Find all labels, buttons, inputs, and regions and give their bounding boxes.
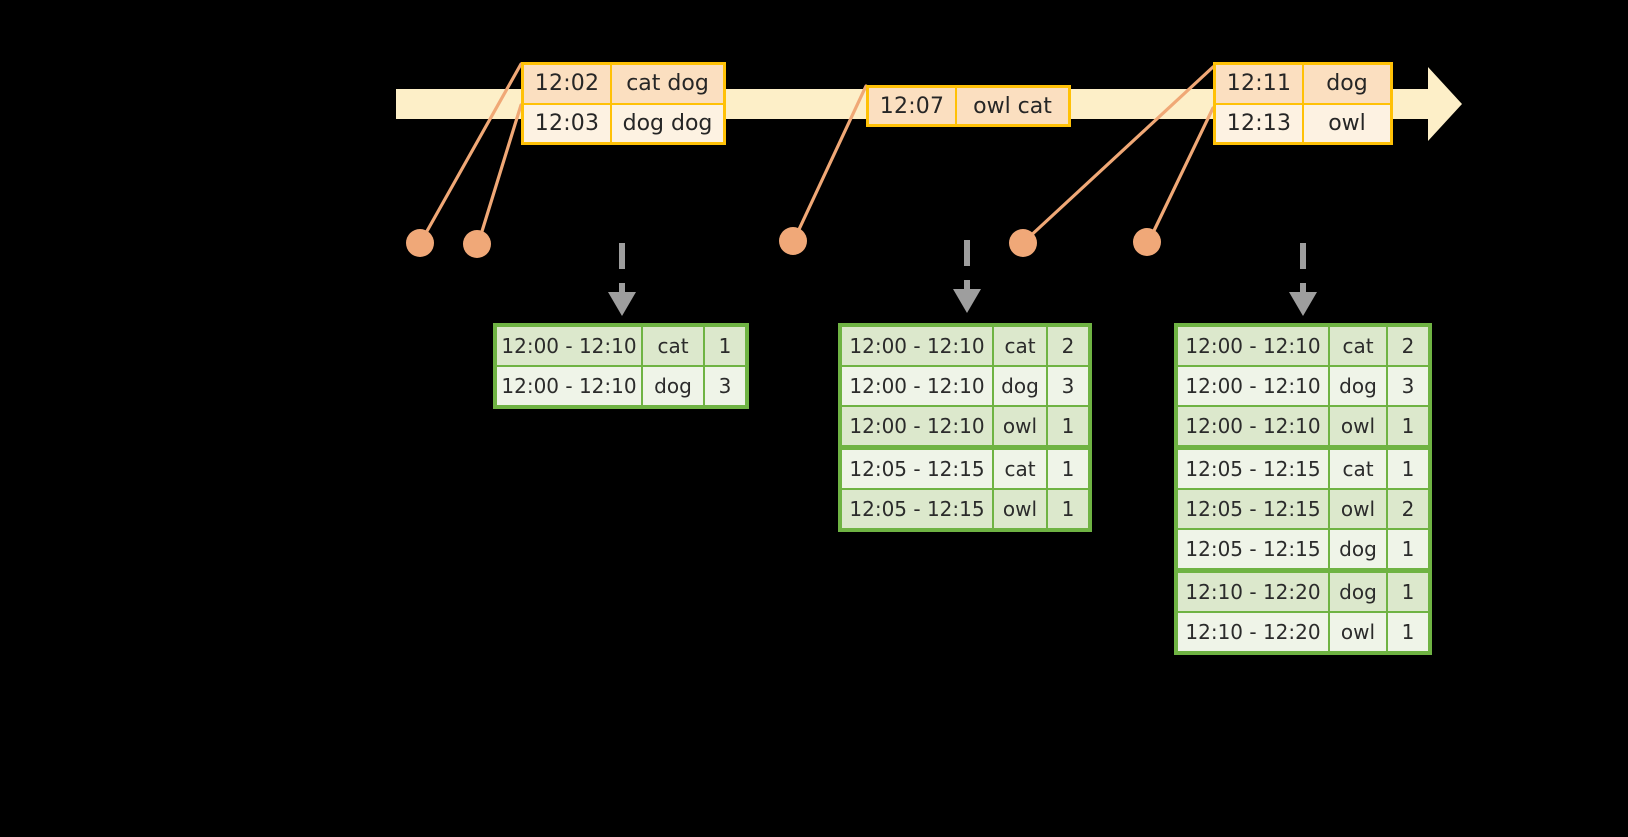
- table-row[interactable]: 12:00 - 12:10 dog 3: [842, 365, 1088, 405]
- event-words: dog: [1304, 65, 1390, 103]
- emit-arrow-heads: [608, 289, 1317, 316]
- event-row[interactable]: 12:13 owl: [1216, 102, 1390, 142]
- cell-count: 2: [1401, 497, 1415, 521]
- event-box-2[interactable]: 12:07 owl cat: [866, 85, 1071, 127]
- connector-dot-5: [1133, 228, 1161, 256]
- table-row[interactable]: 12:05 - 12:15 owl 1: [842, 488, 1088, 528]
- event-box-1[interactable]: 12:02 cat dog 12:03 dog dog: [521, 62, 726, 145]
- event-words: owl cat: [957, 88, 1068, 124]
- connector-dot-4: [1009, 229, 1037, 257]
- event-row[interactable]: 12:03 dog dog: [524, 102, 723, 142]
- table-row[interactable]: 12:00 - 12:10 cat 2: [1178, 327, 1428, 365]
- table-row[interactable]: 12:00 - 12:10 owl 1: [1178, 405, 1428, 448]
- emit-arrow-head-3: [1289, 292, 1317, 316]
- cell-window: 12:00 - 12:10: [1178, 367, 1330, 405]
- table-row[interactable]: 12:05 - 12:15 owl 2: [1178, 488, 1428, 528]
- connector-dots: [406, 227, 1161, 258]
- cell-window: 12:00 - 12:10: [497, 367, 643, 405]
- table-row[interactable]: 12:00 - 12:10 cat 2: [842, 327, 1088, 365]
- event-row[interactable]: 12:11 dog: [1216, 65, 1390, 103]
- table-row[interactable]: 12:05 - 12:15 cat 1: [1178, 448, 1428, 488]
- cell-count: 1: [1061, 497, 1075, 521]
- cell-count: 1: [718, 334, 732, 358]
- cell-word: owl: [1330, 407, 1388, 445]
- cell-window: 12:05 - 12:15: [1178, 530, 1330, 568]
- event-words: cat dog: [612, 65, 723, 103]
- cell-window: 12:05 - 12:15: [1178, 450, 1330, 488]
- table-row[interactable]: 12:10 - 12:20 dog 1: [1178, 571, 1428, 611]
- cell-window: 12:05 - 12:15: [842, 490, 994, 528]
- table-row[interactable]: 12:00 - 12:10 dog 3: [1178, 365, 1428, 405]
- cell-word: owl: [1330, 613, 1388, 651]
- cell-count: 3: [718, 374, 732, 398]
- cell-word: cat: [994, 327, 1048, 365]
- table-row[interactable]: 12:00 - 12:10 owl 1: [842, 405, 1088, 448]
- cell-word: dog: [994, 367, 1048, 405]
- cell-count: 3: [1061, 374, 1075, 398]
- cell-window: 12:10 - 12:20: [1178, 573, 1330, 611]
- cell-window: 12:00 - 12:10: [1178, 327, 1330, 365]
- cell-word: owl: [994, 407, 1048, 445]
- cell-word: dog: [1330, 573, 1388, 611]
- cell-count: 1: [1401, 457, 1415, 481]
- event-words: owl: [1304, 104, 1390, 142]
- table-row[interactable]: 12:00 - 12:10 dog 3: [497, 365, 745, 405]
- table-row[interactable]: 12:10 - 12:20 owl 1: [1178, 611, 1428, 651]
- cell-window: 12:10 - 12:20: [1178, 613, 1330, 651]
- cell-window: 12:05 - 12:15: [1178, 490, 1330, 528]
- cell-window: 12:05 - 12:15: [842, 450, 994, 488]
- event-time: 12:02: [524, 65, 612, 103]
- cell-word: cat: [994, 450, 1048, 488]
- result-table-2[interactable]: 12:00 - 12:10 cat 2 12:00 - 12:10 dog 3 …: [838, 323, 1092, 532]
- cell-count: 3: [1401, 374, 1415, 398]
- cell-window: 12:00 - 12:10: [842, 367, 994, 405]
- event-time: 12:11: [1216, 65, 1304, 103]
- connector-line-2: [477, 103, 523, 243]
- event-time: 12:03: [524, 104, 612, 142]
- event-words: dog dog: [612, 104, 723, 142]
- cell-word: cat: [643, 327, 705, 365]
- cell-word: cat: [1330, 327, 1388, 365]
- cell-window: 12:00 - 12:10: [1178, 407, 1330, 445]
- emit-arrow-head-1: [608, 292, 636, 316]
- event-row[interactable]: 12:02 cat dog: [524, 65, 723, 103]
- cell-word: owl: [1330, 490, 1388, 528]
- table-row[interactable]: 12:05 - 12:15 cat 1: [842, 448, 1088, 488]
- cell-word: dog: [1330, 367, 1388, 405]
- cell-count: 2: [1401, 334, 1415, 358]
- event-time: 12:13: [1216, 104, 1304, 142]
- table-row[interactable]: 12:00 - 12:10 cat 1: [497, 327, 745, 365]
- cell-count: 1: [1401, 620, 1415, 644]
- cell-window: 12:00 - 12:10: [842, 327, 994, 365]
- cell-word: dog: [643, 367, 705, 405]
- emit-arrows: [619, 240, 1306, 295]
- result-table-1[interactable]: 12:00 - 12:10 cat 1 12:00 - 12:10 dog 3: [493, 323, 749, 409]
- event-time: 12:07: [869, 88, 957, 124]
- event-box-3[interactable]: 12:11 dog 12:13 owl: [1213, 62, 1393, 145]
- connector-dot-1: [406, 229, 434, 257]
- cell-count: 2: [1061, 334, 1075, 358]
- result-table-3[interactable]: 12:00 - 12:10 cat 2 12:00 - 12:10 dog 3 …: [1174, 323, 1432, 655]
- cell-count: 1: [1061, 457, 1075, 481]
- cell-count: 1: [1401, 414, 1415, 438]
- connector-line-3: [793, 84, 868, 240]
- cell-word: owl: [994, 490, 1048, 528]
- connector-dot-3: [779, 227, 807, 255]
- cell-window: 12:00 - 12:10: [842, 407, 994, 445]
- cell-word: dog: [1330, 530, 1388, 568]
- connector-line-5: [1148, 106, 1215, 241]
- cell-window: 12:00 - 12:10: [497, 327, 643, 365]
- emit-arrow-head-2: [953, 289, 981, 313]
- connector-line-1: [420, 62, 523, 242]
- event-row[interactable]: 12:07 owl cat: [869, 88, 1068, 124]
- table-row[interactable]: 12:05 - 12:15 dog 1: [1178, 528, 1428, 571]
- connector-dot-2: [463, 230, 491, 258]
- cell-count: 1: [1061, 414, 1075, 438]
- cell-count: 1: [1401, 580, 1415, 604]
- cell-word: cat: [1330, 450, 1388, 488]
- cell-count: 1: [1401, 537, 1415, 561]
